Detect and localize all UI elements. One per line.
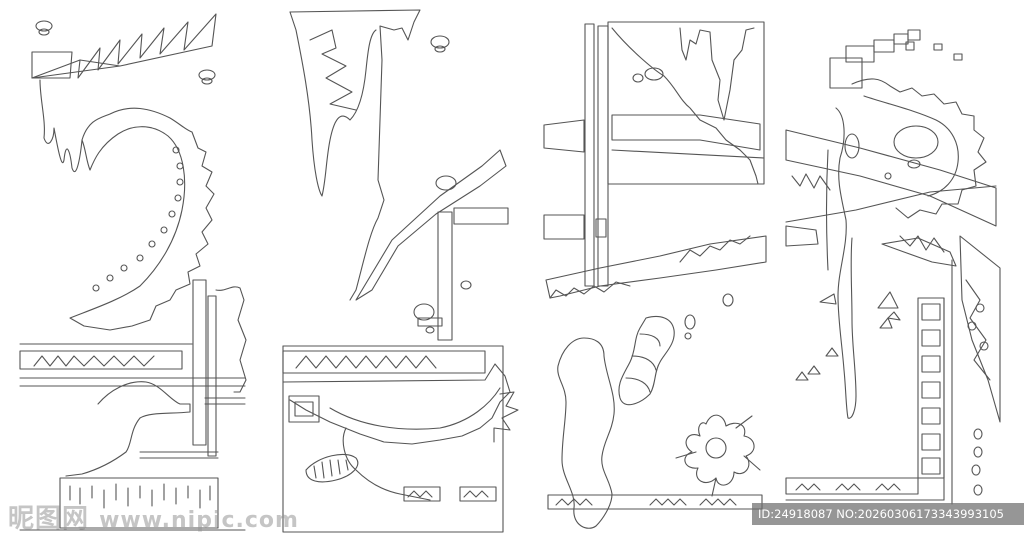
panel-4-artwork	[785, 29, 1001, 505]
image-id-bar: ID:24918087 NO:20260306173343993105	[752, 503, 1024, 525]
image-id-text: ID:24918087 NO:20260306173343993105	[758, 507, 1004, 521]
watermark-site: www.nipic.com	[99, 508, 299, 533]
panel-2-artwork	[282, 9, 519, 533]
panel-3-artwork	[543, 21, 767, 529]
watermark-brand: 昵图网	[8, 504, 90, 534]
watermark: 昵图网 www.nipic.com	[8, 498, 299, 535]
panel-1-artwork	[19, 13, 247, 531]
